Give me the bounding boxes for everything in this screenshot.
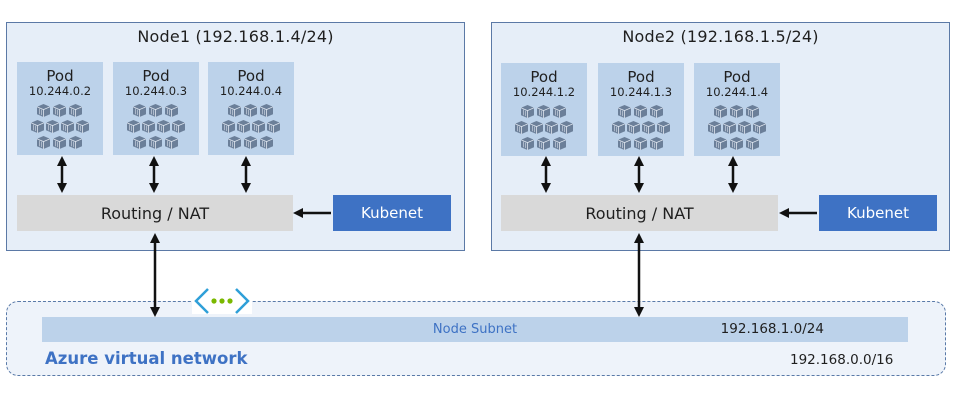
pod-ip: 10.244.0.4 (219, 84, 283, 98)
pod-ip: 10.244.0.3 (124, 84, 188, 98)
pod-node1-3[interactable]: Pod 10.244.0.4 (208, 62, 294, 155)
pod-ip: 10.244.1.3 (609, 85, 673, 99)
pod-ip: 10.244.0.2 (28, 84, 92, 98)
node-subnet-cidr: 192.168.1.0/24 (720, 321, 824, 337)
pod-node2-1[interactable]: Pod 10.244.1.2 (501, 63, 587, 156)
pod-node1-2[interactable]: Pod 10.244.0.3 (113, 62, 199, 155)
pod-label: Pod (46, 67, 74, 85)
vnet-peering-icon (192, 288, 252, 314)
node1-routing-nat[interactable]: Routing / NAT (17, 195, 293, 231)
node1-title: Node1 (192.168.1.4/24) (137, 27, 334, 46)
pod-label: Pod (237, 67, 265, 85)
pod-ip: 10.244.1.4 (705, 85, 769, 99)
pod-node1-1[interactable]: Pod 10.244.0.2 (17, 62, 103, 155)
pod-label: Pod (530, 68, 558, 86)
node1-kubenet[interactable]: Kubenet (333, 195, 451, 231)
node2-routing-nat[interactable]: Routing / NAT (501, 195, 778, 231)
node-subnet-bar[interactable]: Node Subnet 192.168.1.0/24 (42, 317, 908, 342)
node2-title: Node2 (192.168.1.5/24) (622, 27, 819, 46)
node-subnet-label: Node Subnet (432, 322, 518, 337)
pod-label: Pod (142, 67, 170, 85)
pod-ip: 10.244.1.2 (512, 85, 576, 99)
pod-label: Pod (723, 68, 751, 86)
pod-node2-2[interactable]: Pod 10.244.1.3 (598, 63, 684, 156)
node2-kubenet[interactable]: Kubenet (819, 195, 937, 231)
vnet-label: Azure virtual network (45, 349, 248, 368)
pod-node2-3[interactable]: Pod 10.244.1.4 (694, 63, 780, 156)
pod-label: Pod (627, 68, 655, 86)
vnet-cidr: 192.168.0.0/16 (790, 352, 894, 368)
